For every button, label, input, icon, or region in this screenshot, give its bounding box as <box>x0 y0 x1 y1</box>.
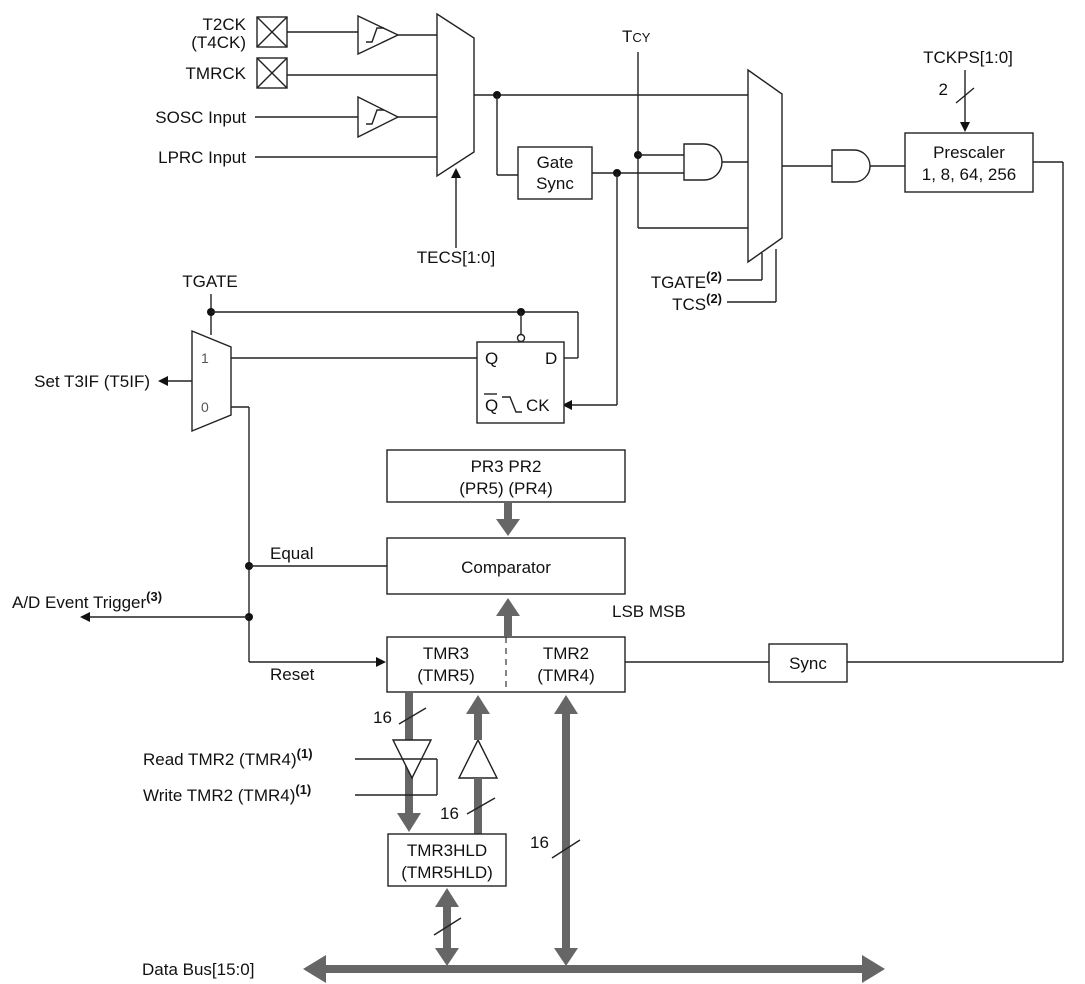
interrupt-mux <box>191 329 232 433</box>
tmr3-label-1: TMR3 <box>423 644 469 663</box>
sync-block <box>768 643 848 683</box>
comparator-block <box>386 537 626 595</box>
t4ck-label: (T4CK) <box>191 33 246 52</box>
tmr3-label-2: (TMR5) <box>417 666 475 685</box>
tckps-width: 2 <box>939 80 948 99</box>
prescaler-block <box>904 132 1034 193</box>
tcs-label: TCS(2) <box>672 291 722 314</box>
bus-width-16-b: 16 <box>440 804 459 823</box>
mux-in0-label: 0 <box>201 399 209 415</box>
tcs-mux <box>747 68 783 264</box>
mux-in1-label: 1 <box>201 350 209 366</box>
schmitt-buffer-2 <box>357 95 400 139</box>
comparator-label: Comparator <box>461 558 551 577</box>
hld-label-1: TMR3HLD <box>407 841 487 860</box>
tckps-label: TCKPS[1:0] <box>923 48 1013 67</box>
lsb-msb-label: LSB MSB <box>612 602 686 621</box>
sosc-label: SOSC Input <box>155 108 246 127</box>
tmrck-pin <box>256 57 288 89</box>
ff-q-label: Q <box>485 349 498 368</box>
t2ck-pin <box>256 16 288 48</box>
reset-label: Reset <box>270 665 315 684</box>
bus-width-16-a: 16 <box>373 708 392 727</box>
tmr2-label-1: TMR2 <box>543 644 589 663</box>
tmrck-label: TMRCK <box>186 64 247 83</box>
ff-qbar-label: Q <box>485 396 498 415</box>
equal-label: Equal <box>270 544 313 563</box>
t2ck-label: T2CK <box>203 15 247 34</box>
ff-d-label: D <box>545 349 557 368</box>
read-tmr2-label: Read TMR2 (TMR4)(1) <box>143 746 313 769</box>
tecs-label: TECS[1:0] <box>417 248 495 267</box>
tcy-label: TCY <box>622 27 651 46</box>
ad-trigger-label: A/D Event Trigger(3) <box>12 589 162 612</box>
tgate-top-label: TGATE <box>182 272 237 291</box>
data-bus-label: Data Bus[15:0] <box>142 960 254 979</box>
clock-source-mux <box>436 12 475 178</box>
and-gate-2 <box>831 149 871 183</box>
prescaler-label-1: Prescaler <box>933 143 1005 162</box>
hld-label-2: (TMR5HLD) <box>401 863 493 882</box>
period-register-block <box>386 449 626 503</box>
tgate-mux-label: TGATE(2) <box>651 269 722 292</box>
gate-sync-label-2: Sync <box>536 174 574 193</box>
bus-width-16-c: 16 <box>530 833 549 852</box>
pr-label-1: PR3 PR2 <box>471 457 542 476</box>
write-tmr2-label: Write TMR2 (TMR4)(1) <box>143 782 311 805</box>
prescaler-label-2: 1, 8, 64, 256 <box>922 165 1017 184</box>
clock-edge-icon <box>502 396 522 413</box>
sync-label: Sync <box>789 654 827 673</box>
pr-label-2: (PR5) (PR4) <box>459 479 553 498</box>
write-tristate-buffer <box>457 738 499 779</box>
d-flip-flop <box>476 341 565 424</box>
tmr2-label-2: (TMR4) <box>537 666 595 685</box>
ff-ck-label: CK <box>526 396 550 415</box>
lprc-label: LPRC Input <box>158 148 246 167</box>
tmr3hld-block <box>387 833 507 887</box>
set-t3if-label: Set T3IF (T5IF) <box>34 372 150 391</box>
and-gate-gate <box>683 143 723 181</box>
schmitt-buffer-1 <box>357 14 400 56</box>
gate-sync-label-1: Gate <box>537 153 574 172</box>
gate-sync-block <box>517 146 593 200</box>
